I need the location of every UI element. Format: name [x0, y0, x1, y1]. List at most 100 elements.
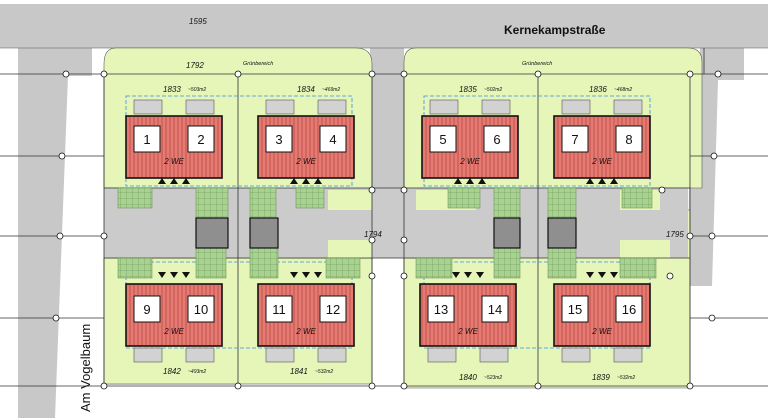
unit-number: 2 [197, 132, 204, 147]
unit-number: 1 [143, 132, 150, 147]
unit-box [615, 295, 643, 323]
garage [613, 99, 643, 115]
parcel-1833: 1833 [163, 85, 181, 94]
paved-area [447, 187, 481, 209]
paved-area [325, 257, 361, 279]
entrance-marker [314, 272, 322, 278]
unit-box [319, 295, 347, 323]
entrance-marker [158, 178, 166, 184]
area-1834: ~469m2 [322, 87, 340, 93]
garage [317, 347, 347, 363]
we-label: 2 WE [591, 157, 612, 166]
area-1833: ~503m2 [188, 87, 206, 93]
street-name-west: Am Vogelbaum [78, 324, 93, 412]
we-label: 2 WE [459, 157, 480, 166]
entrance-marker [290, 178, 298, 184]
street-name-north: Kernekampstraße [504, 23, 606, 37]
parcel-1842: 1842 [163, 367, 181, 376]
we-label: 2 WE [591, 327, 612, 336]
unit-box [429, 125, 457, 153]
unit-box [187, 125, 215, 153]
entrance-marker [302, 178, 310, 184]
garage [427, 347, 457, 363]
green-label-east: Grünbereich [522, 61, 552, 67]
unit-box [133, 125, 161, 153]
area-1839: ~532m2 [617, 375, 635, 381]
unit-box [265, 125, 293, 153]
parcel-block-west: 1792 [186, 61, 204, 70]
unit-box [561, 125, 589, 153]
entrance-marker [476, 272, 484, 278]
parcel-1794: 1794 [364, 230, 382, 239]
garage [185, 99, 215, 115]
area-1841: ~532m2 [315, 369, 333, 375]
unit-number: 4 [329, 132, 336, 147]
entrance-marker [170, 272, 178, 278]
garage [265, 99, 295, 115]
unit-number: 13 [434, 302, 448, 317]
we-label: 2 WE [163, 157, 184, 166]
garage [133, 99, 163, 115]
area-1836: ~468m2 [614, 87, 632, 93]
entrance-marker [290, 272, 298, 278]
parking-block [493, 217, 521, 249]
garage [561, 99, 591, 115]
green-label-west: Grünbereich [243, 61, 273, 67]
unit-box [427, 295, 455, 323]
survey-points [52, 70, 722, 390]
unit-number: 8 [625, 132, 632, 147]
garage [317, 99, 347, 115]
entrance-marker [182, 178, 190, 184]
unit-number: 7 [571, 132, 578, 147]
entrance-marker [586, 272, 594, 278]
unit-box [265, 295, 293, 323]
unit-number: 14 [488, 302, 502, 317]
parcel-1839: 1839 [592, 373, 610, 382]
entrance-marker [610, 178, 618, 184]
parcel-road-north: 1595 [189, 17, 207, 26]
parking-block [547, 217, 577, 249]
parcel-1836: 1836 [589, 85, 607, 94]
parcel-1840: 1840 [459, 373, 477, 382]
entrance-marker [464, 272, 472, 278]
paved-area [619, 257, 657, 279]
we-label: 2 WE [295, 327, 316, 336]
parking-block [249, 217, 279, 249]
garage [481, 99, 511, 115]
unit-box [615, 125, 643, 153]
parcel-1835: 1835 [459, 85, 477, 94]
entrance-marker [170, 178, 178, 184]
entrance-marker [478, 178, 486, 184]
road-am-vogelbaum [18, 48, 92, 418]
unit-box [561, 295, 589, 323]
unit-box [481, 295, 509, 323]
garage [133, 347, 163, 363]
garage [265, 347, 295, 363]
unit-box [483, 125, 511, 153]
entrance-marker [454, 178, 462, 184]
area-1842: ~493m2 [188, 369, 206, 375]
unit-box [319, 125, 347, 153]
entrance-marker [466, 178, 474, 184]
area-1835: ~502m2 [484, 87, 502, 93]
entrance-marker [158, 272, 166, 278]
garage [429, 99, 459, 115]
entrance-marker [302, 272, 310, 278]
garage [561, 347, 591, 363]
unit-number: 16 [622, 302, 636, 317]
entrance-marker [314, 178, 322, 184]
we-label: 2 WE [163, 327, 184, 336]
we-label: 2 WE [457, 327, 478, 336]
entrance-marker [182, 272, 190, 278]
entrance-marker [452, 272, 460, 278]
unit-number: 5 [439, 132, 446, 147]
garage [479, 347, 509, 363]
unit-number: 12 [326, 302, 340, 317]
road-connector [370, 48, 404, 226]
parking-block [195, 217, 229, 249]
garage [185, 347, 215, 363]
entrance-marker [610, 272, 618, 278]
